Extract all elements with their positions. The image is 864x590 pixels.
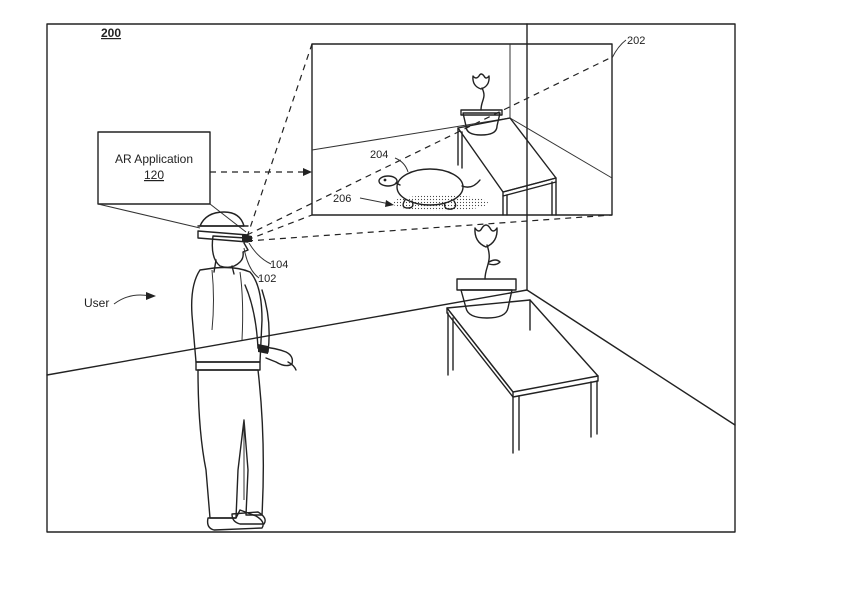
real-table bbox=[446, 299, 599, 454]
floor-line-left bbox=[46, 289, 528, 376]
leader-206 bbox=[359, 197, 391, 205]
fov-line-bottom-right bbox=[246, 214, 613, 242]
label-202: 202 bbox=[627, 35, 645, 47]
leader-202 bbox=[611, 39, 627, 59]
label-204: 204 bbox=[370, 149, 388, 161]
room-frame bbox=[46, 23, 736, 533]
app-arrow-head bbox=[303, 168, 312, 176]
app-connector bbox=[97, 203, 247, 233]
fov-line-bottom-left bbox=[246, 214, 313, 241]
ar-application-box bbox=[97, 131, 211, 205]
figure-number: 200 bbox=[101, 26, 121, 40]
label-102: 102 bbox=[258, 273, 276, 285]
arrow-206 bbox=[385, 200, 394, 207]
user-arrow bbox=[146, 292, 156, 300]
ar-view-panel bbox=[311, 43, 613, 216]
leader-204 bbox=[394, 157, 409, 173]
label-206: 206 bbox=[333, 193, 351, 205]
label-104: 104 bbox=[270, 259, 288, 271]
ar-application-title: AR Application bbox=[115, 152, 193, 166]
leader-104 bbox=[248, 242, 272, 265]
fov-line-top bbox=[246, 56, 613, 236]
user-figure bbox=[190, 211, 297, 531]
real-plant bbox=[456, 224, 517, 319]
ar-application-number: 120 bbox=[144, 168, 164, 182]
user-leader bbox=[113, 294, 151, 305]
leader-102 bbox=[243, 247, 260, 279]
floor-line-right bbox=[526, 289, 736, 426]
fov-line-upper bbox=[246, 43, 313, 238]
user-label: User bbox=[84, 296, 109, 310]
